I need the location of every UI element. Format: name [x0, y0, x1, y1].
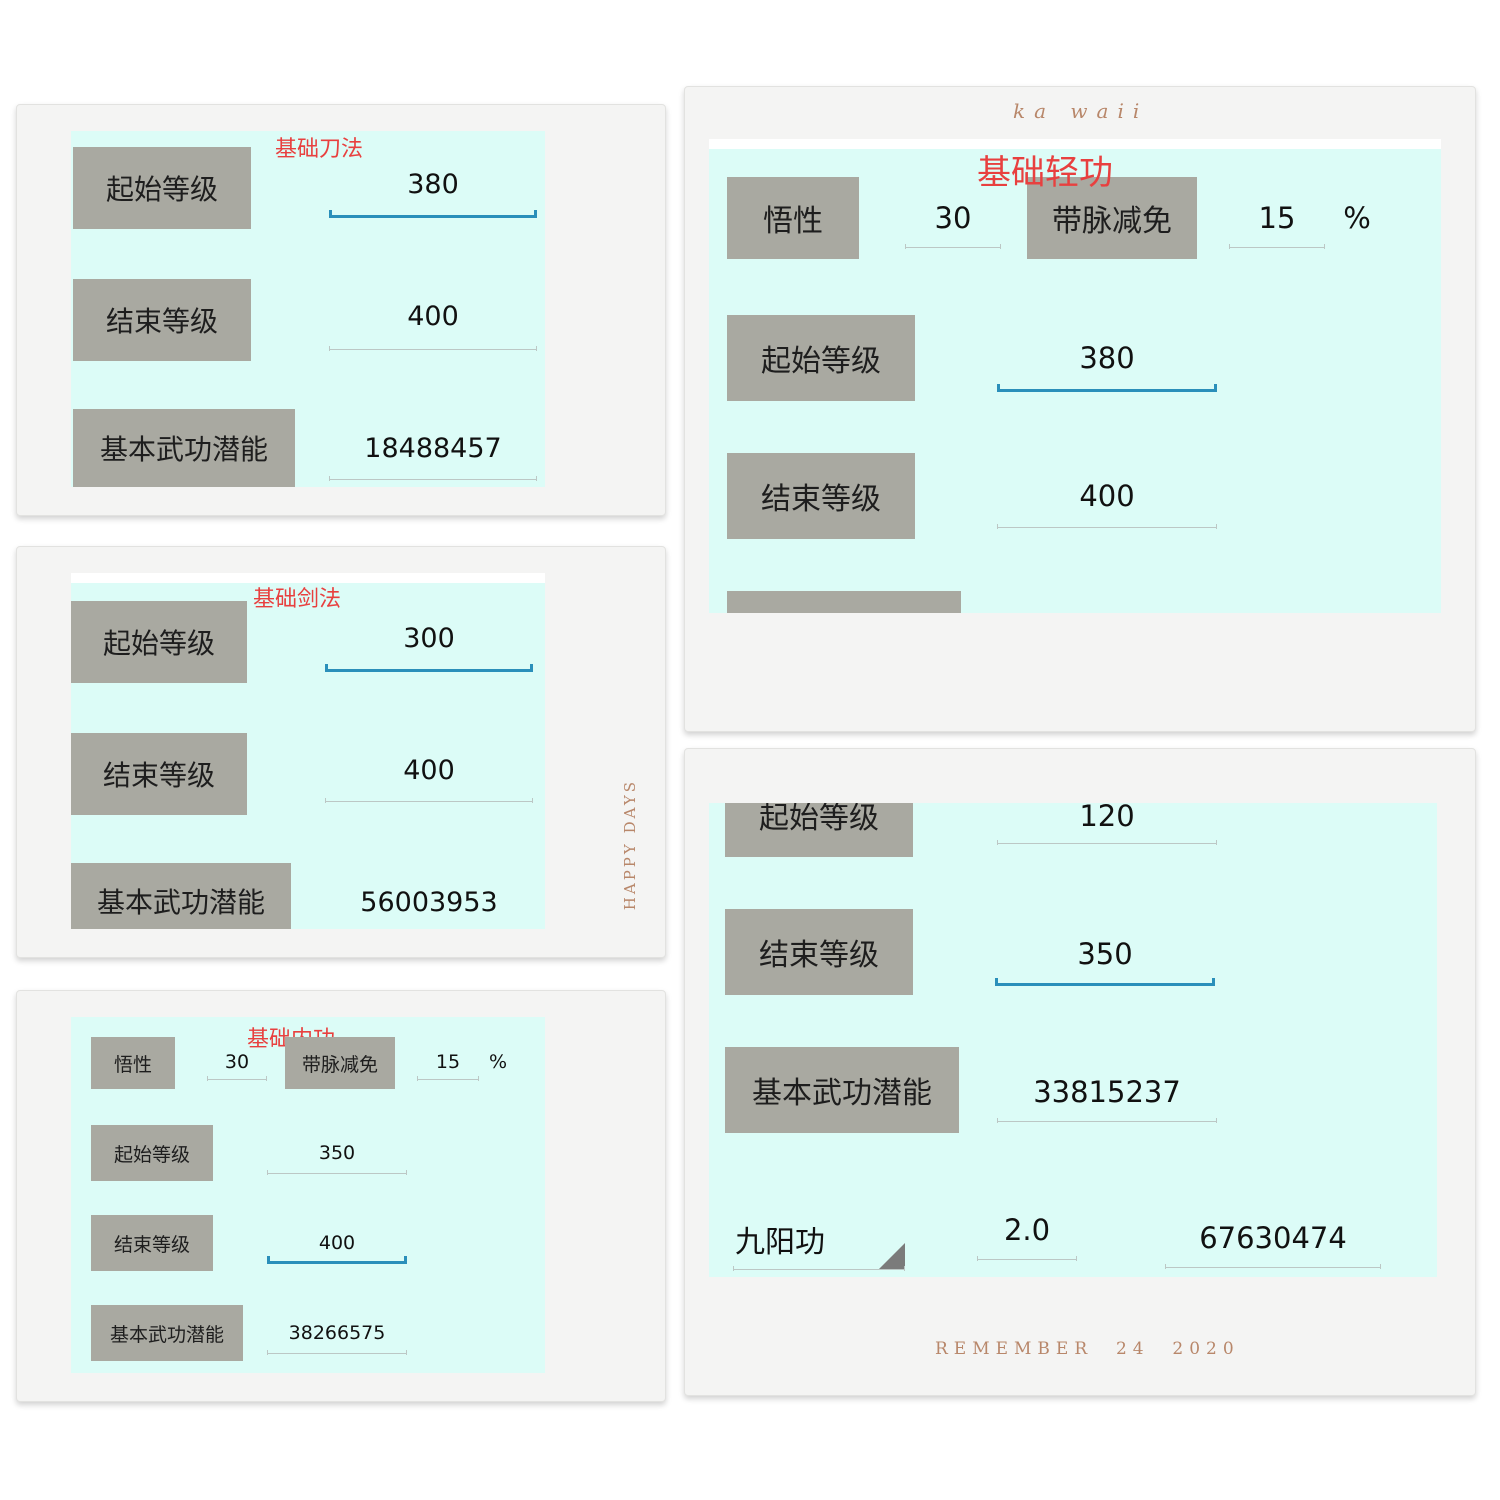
- potential-underline: [997, 1117, 1217, 1123]
- end-level-underline: [997, 523, 1217, 529]
- card-frame-inner: 基础内功 悟性 30 带脉减免 15 % 起始等级 350 结束等级 400 基…: [16, 990, 666, 1402]
- daimai-label: 带脉减免: [285, 1037, 395, 1089]
- wuxing-label: 悟性: [91, 1037, 175, 1089]
- start-level-input[interactable]: 350: [318, 1142, 356, 1164]
- dropdown-arrow-icon[interactable]: [879, 1243, 905, 1269]
- end-level-input[interactable]: 400: [1079, 479, 1135, 513]
- start-level-label: 起始等级: [91, 1125, 213, 1181]
- start-level-input[interactable]: 380: [1079, 341, 1135, 375]
- potential-value[interactable]: 38266575: [288, 1322, 386, 1344]
- percent-sign: %: [488, 1051, 508, 1073]
- daimai-input[interactable]: 15: [1258, 201, 1296, 235]
- screen-jiuyang: 起始等级 120 结束等级 350 基本武功潜能 33815237 九阳功 2.…: [709, 803, 1437, 1277]
- end-level-underline: [325, 797, 533, 803]
- potential-underline: [329, 475, 537, 481]
- card-title: 基础轻功: [977, 153, 1113, 193]
- potential-label: 基本武功潜能: [71, 863, 291, 929]
- daimai-underline: [1229, 243, 1325, 249]
- start-level-label: 起始等级: [73, 147, 251, 229]
- end-level-underline: [267, 1256, 407, 1264]
- wuxing-input[interactable]: 30: [224, 1051, 250, 1073]
- screen-sword: 基础剑法 起始等级 300 结束等级 400 基本武功潜能 56003953: [71, 573, 545, 929]
- start-level-underline: [267, 1169, 407, 1175]
- card-frame-blade: 基础刀法 起始等级 380 结束等级 400 基本武功潜能 18488457: [16, 104, 666, 516]
- screen-inner: 基础内功 悟性 30 带脉减免 15 % 起始等级 350 结束等级 400 基…: [71, 1017, 545, 1373]
- card-frame-qinggong: ka waii 悟性 30 带脉减免 15 % 基础轻功 起始等级 380 结束…: [684, 86, 1476, 732]
- multiplier-input[interactable]: 2.0: [1003, 1213, 1051, 1247]
- card-frame-sword: 基础剑法 起始等级 300 结束等级 400 基本武功潜能 56003953 H…: [16, 546, 666, 958]
- start-level-label: 起始等级: [725, 803, 913, 857]
- end-level-label: 结束等级: [727, 453, 915, 539]
- daimai-input[interactable]: 15: [435, 1051, 461, 1073]
- potential-value[interactable]: 18488457: [364, 433, 502, 464]
- start-level-label: 起始等级: [727, 315, 915, 401]
- end-level-input[interactable]: 400: [318, 1232, 356, 1254]
- screen-blade: 基础刀法 起始等级 380 结束等级 400 基本武功潜能 18488457: [71, 131, 545, 487]
- result-value[interactable]: 67630474: [1199, 1221, 1347, 1255]
- screen-topbar: [709, 139, 1441, 149]
- daimai-label: 带脉减免: [1027, 177, 1197, 259]
- wuxing-label: 悟性: [727, 177, 859, 259]
- potential-value[interactable]: 33815237: [1033, 1075, 1181, 1109]
- bottom-caption: REMEMBER 24 2020: [935, 1339, 1240, 1359]
- potential-value[interactable]: 56003953: [360, 887, 498, 918]
- skill-select-underline: [733, 1265, 905, 1271]
- end-level-input[interactable]: 400: [407, 301, 459, 332]
- daimai-underline: [417, 1075, 479, 1081]
- percent-sign: %: [1343, 201, 1371, 235]
- start-level-underline: [325, 664, 533, 672]
- side-caption: HAPPY DAYS: [621, 779, 639, 911]
- card-title: 基础刀法: [275, 137, 364, 162]
- partial-label: [727, 591, 961, 613]
- start-level-label: 起始等级: [71, 601, 247, 683]
- end-level-label: 结束等级: [725, 909, 913, 995]
- start-level-underline: [329, 210, 537, 218]
- end-level-input[interactable]: 400: [403, 755, 455, 786]
- wuxing-input[interactable]: 30: [934, 201, 972, 235]
- skill-select[interactable]: 九阳功: [735, 1225, 825, 1260]
- end-level-underline: [995, 978, 1215, 986]
- start-level-input[interactable]: 380: [407, 169, 459, 200]
- potential-label: 基本武功潜能: [91, 1305, 243, 1361]
- end-level-input[interactable]: 350: [1077, 937, 1133, 971]
- potential-label: 基本武功潜能: [73, 409, 295, 487]
- start-level-underline: [997, 384, 1217, 392]
- top-caption: ka waii: [1013, 99, 1149, 123]
- card-frame-jiuyang: 起始等级 120 结束等级 350 基本武功潜能 33815237 九阳功 2.…: [684, 748, 1476, 1396]
- start-level-input[interactable]: 120: [1079, 803, 1135, 833]
- screen-topbar: [71, 573, 545, 583]
- screen-qinggong: 悟性 30 带脉减免 15 % 基础轻功 起始等级 380 结束等级 400: [709, 139, 1441, 613]
- wuxing-underline: [207, 1075, 267, 1081]
- potential-underline: [267, 1349, 407, 1355]
- multiplier-underline: [977, 1255, 1077, 1261]
- wuxing-underline: [905, 243, 1001, 249]
- potential-label: 基本武功潜能: [725, 1047, 959, 1133]
- card-title: 基础剑法: [253, 587, 342, 612]
- start-level-input[interactable]: 300: [403, 623, 455, 654]
- result-underline: [1165, 1263, 1381, 1269]
- end-level-label: 结束等级: [71, 733, 247, 815]
- end-level-label: 结束等级: [91, 1215, 213, 1271]
- end-level-label: 结束等级: [73, 279, 251, 361]
- end-level-underline: [329, 345, 537, 351]
- start-level-underline: [997, 839, 1217, 845]
